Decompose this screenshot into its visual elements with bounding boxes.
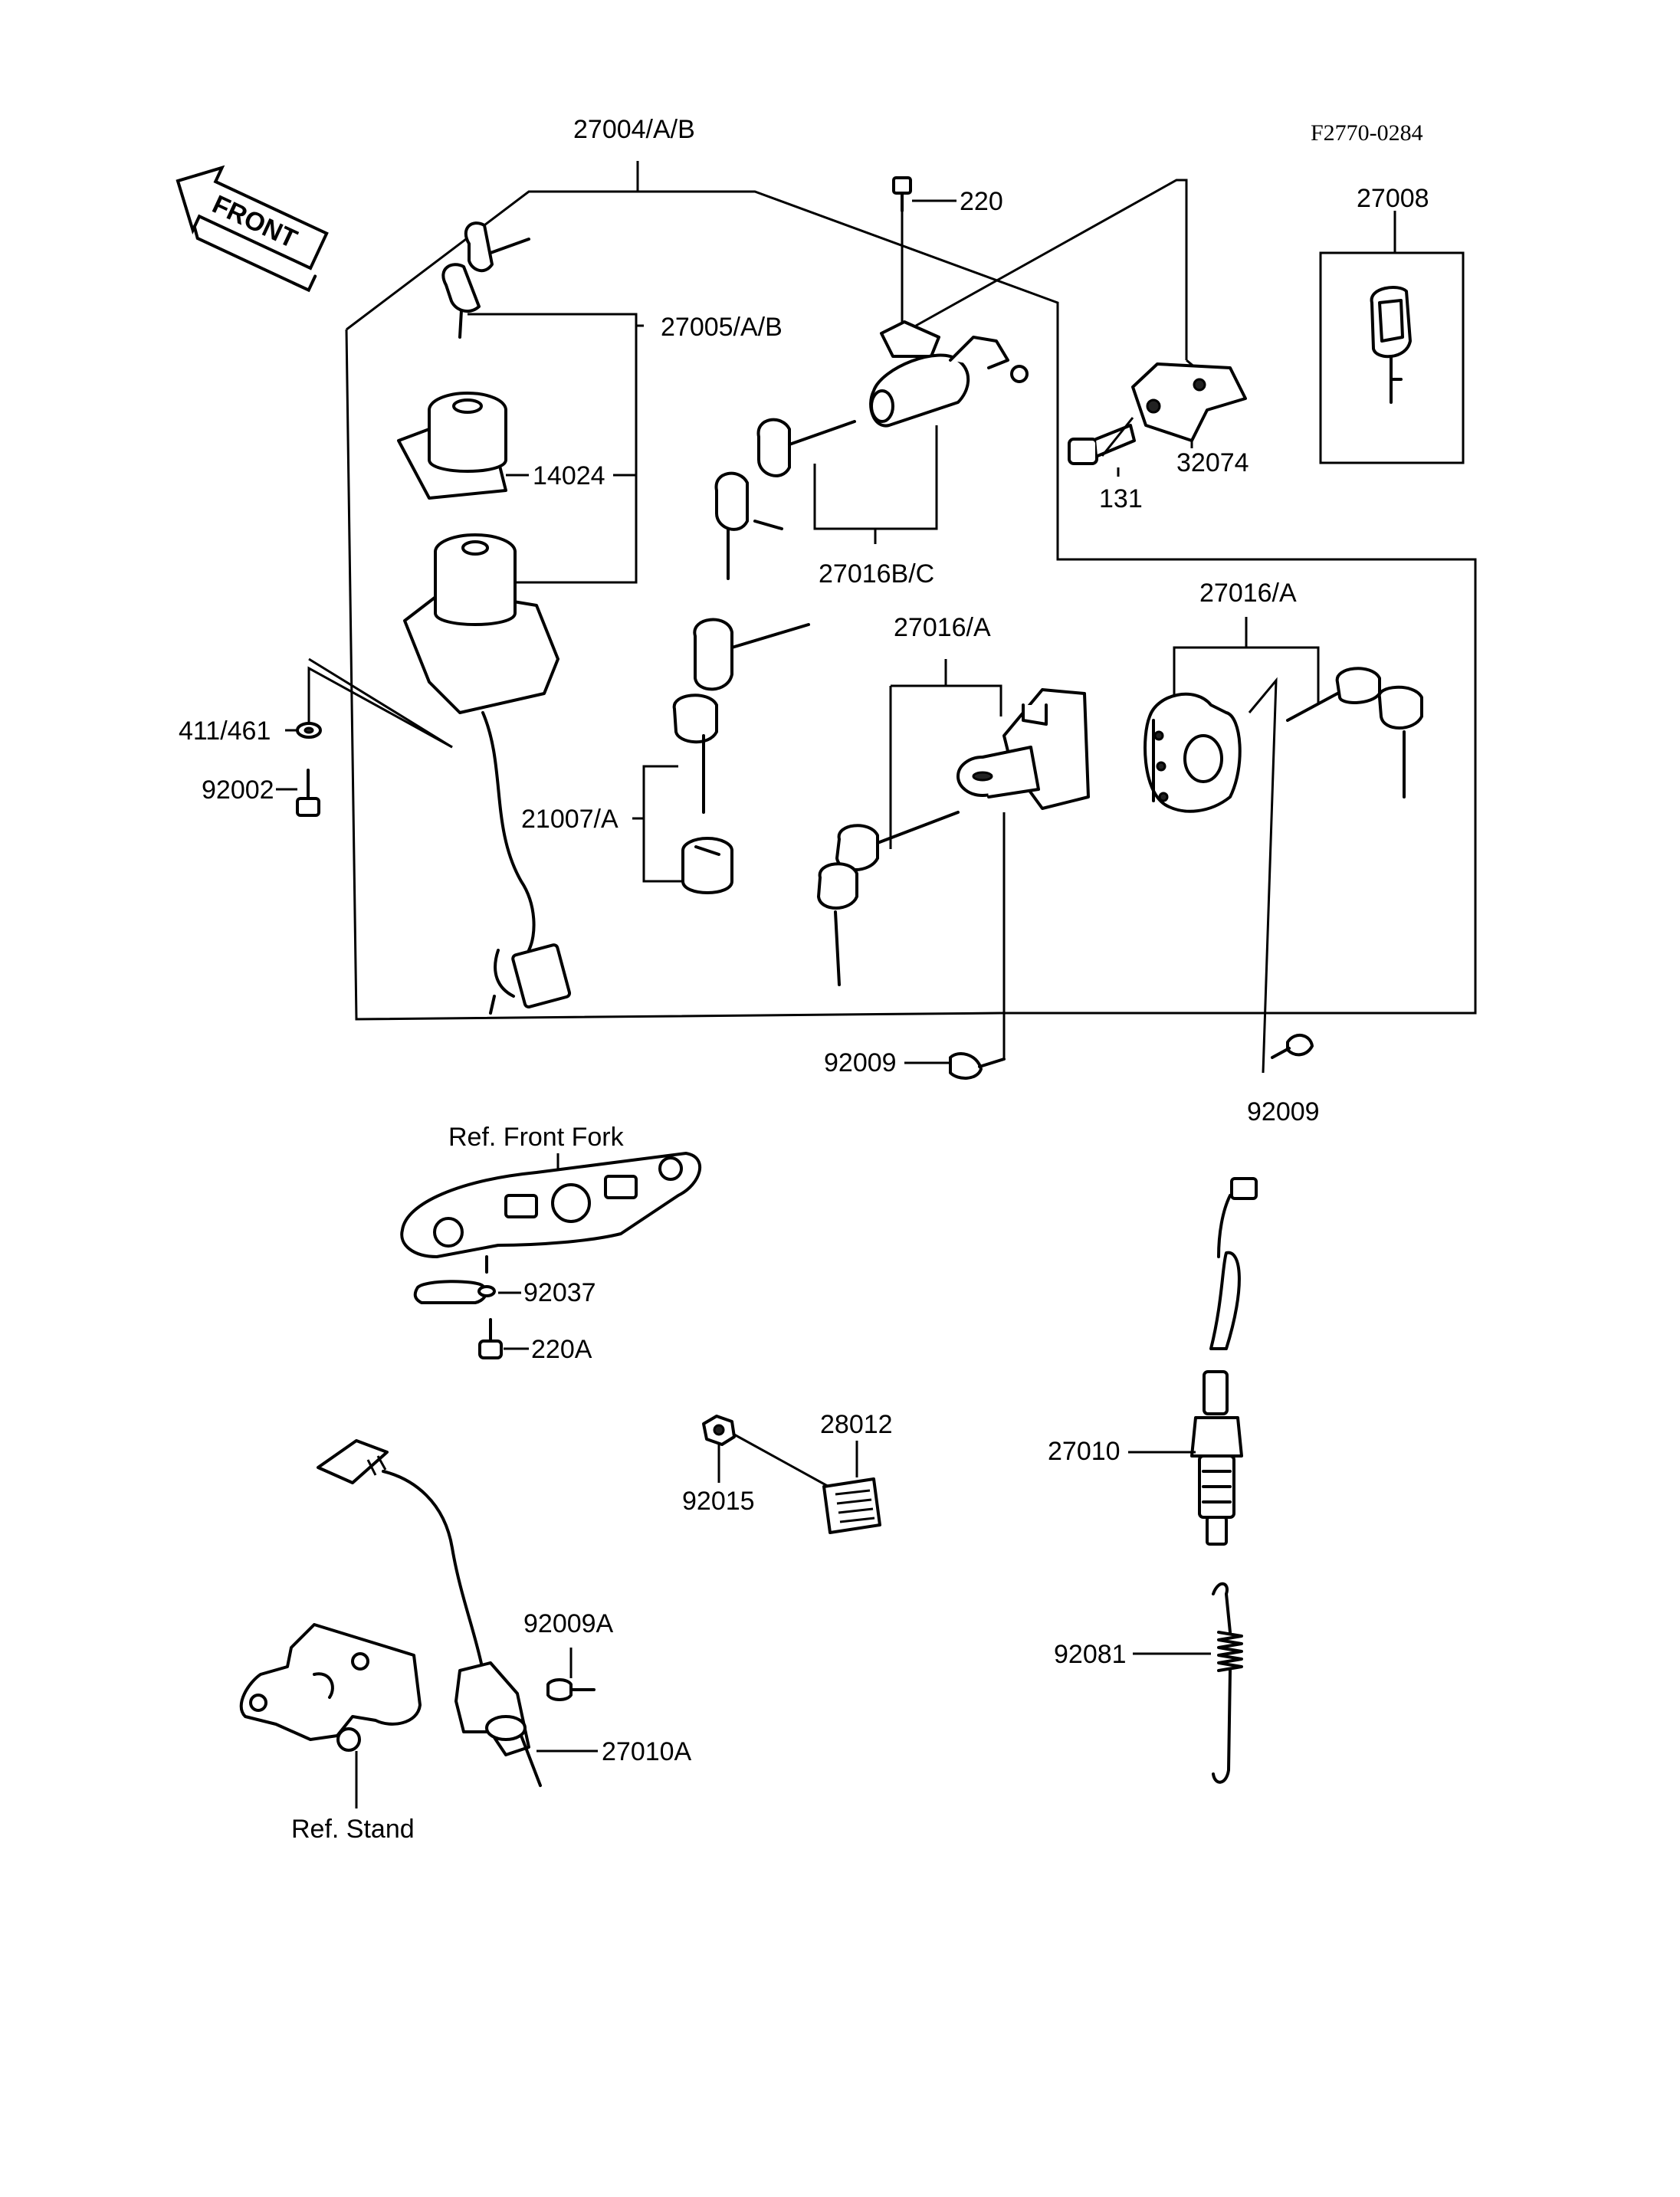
switch-27010-icon [1190, 1177, 1258, 1546]
label-92009a: 92009A [523, 1609, 614, 1638]
label-92081: 92081 [1054, 1640, 1127, 1669]
label-92015: 92015 [682, 1487, 755, 1516]
ignition-switch-icon [403, 533, 572, 1015]
front-fork-bracket-icon [400, 1152, 701, 1258]
key-pair-27016bc-icon [714, 418, 856, 580]
label-27010: 27010 [1048, 1437, 1121, 1466]
steering-lock-icon [869, 320, 1029, 428]
helmet-lock-icon [1144, 692, 1242, 813]
washer-icon [296, 722, 322, 739]
label-92009-right: 92009 [1247, 1097, 1320, 1126]
bolt-131-icon [1068, 424, 1136, 465]
label-32074: 32074 [1176, 448, 1249, 477]
label-27016a-middle: 27016/A [894, 613, 991, 642]
key-27008-box [1319, 251, 1465, 464]
label-27016a-right: 27016/A [1199, 579, 1297, 608]
label-21007: 21007/A [521, 805, 619, 834]
label-14024: 14024 [533, 461, 605, 490]
lock-cylinder-icon [397, 392, 507, 500]
label-220a: 220A [531, 1335, 592, 1364]
stand-bracket-icon [239, 1623, 422, 1752]
ref-stand-label: Ref. Stand [291, 1815, 415, 1844]
screw-220-icon [892, 176, 912, 212]
label-92009-middle: 92009 [824, 1048, 897, 1077]
seat-lock-icon [956, 688, 1090, 810]
screw-92009-middle-icon [949, 1052, 1006, 1080]
key-pair-top-icon [441, 221, 530, 339]
diagram-code: F2770-0284 [1311, 120, 1423, 146]
plate-92037-icon [413, 1255, 496, 1304]
bracket-32074-icon [1131, 362, 1247, 442]
label-27005: 27005/A/B [661, 313, 783, 342]
key-pair-27016a-middle-icon [817, 811, 960, 986]
label-28012: 28012 [820, 1410, 893, 1439]
label-131: 131 [1099, 484, 1143, 513]
side-stand-switch-icon [317, 1439, 542, 1787]
key-27008-icon [1370, 286, 1412, 404]
key-pair-21007-icon [672, 618, 810, 814]
lock-barrel-21007-icon [681, 837, 733, 894]
label-27008: 27008 [1357, 184, 1429, 213]
key-pair-27016a-right-icon [1286, 667, 1423, 798]
nut-92015-icon [702, 1415, 736, 1446]
label-220: 220 [960, 187, 1003, 216]
label-27016bc: 27016B/C [819, 559, 934, 589]
screw-220a-icon [478, 1318, 503, 1359]
front-arrow-icon: FRONT [176, 165, 329, 293]
label-411-461: 411/461 [179, 716, 271, 746]
spring-92081-icon [1212, 1582, 1243, 1784]
screw-92009a-icon [546, 1678, 596, 1701]
label-92002: 92002 [202, 776, 274, 805]
pad-28012-icon [822, 1477, 881, 1534]
label-27010a: 27010A [602, 1737, 692, 1766]
kit-outline [345, 161, 1477, 1021]
label-92037: 92037 [523, 1278, 596, 1307]
ref-front-fork-label: Ref. Front Fork [448, 1123, 625, 1152]
label-27004: 27004/A/B [573, 115, 695, 144]
bolt-92002-icon [296, 769, 320, 817]
screw-92009-right-icon [1271, 1034, 1314, 1059]
